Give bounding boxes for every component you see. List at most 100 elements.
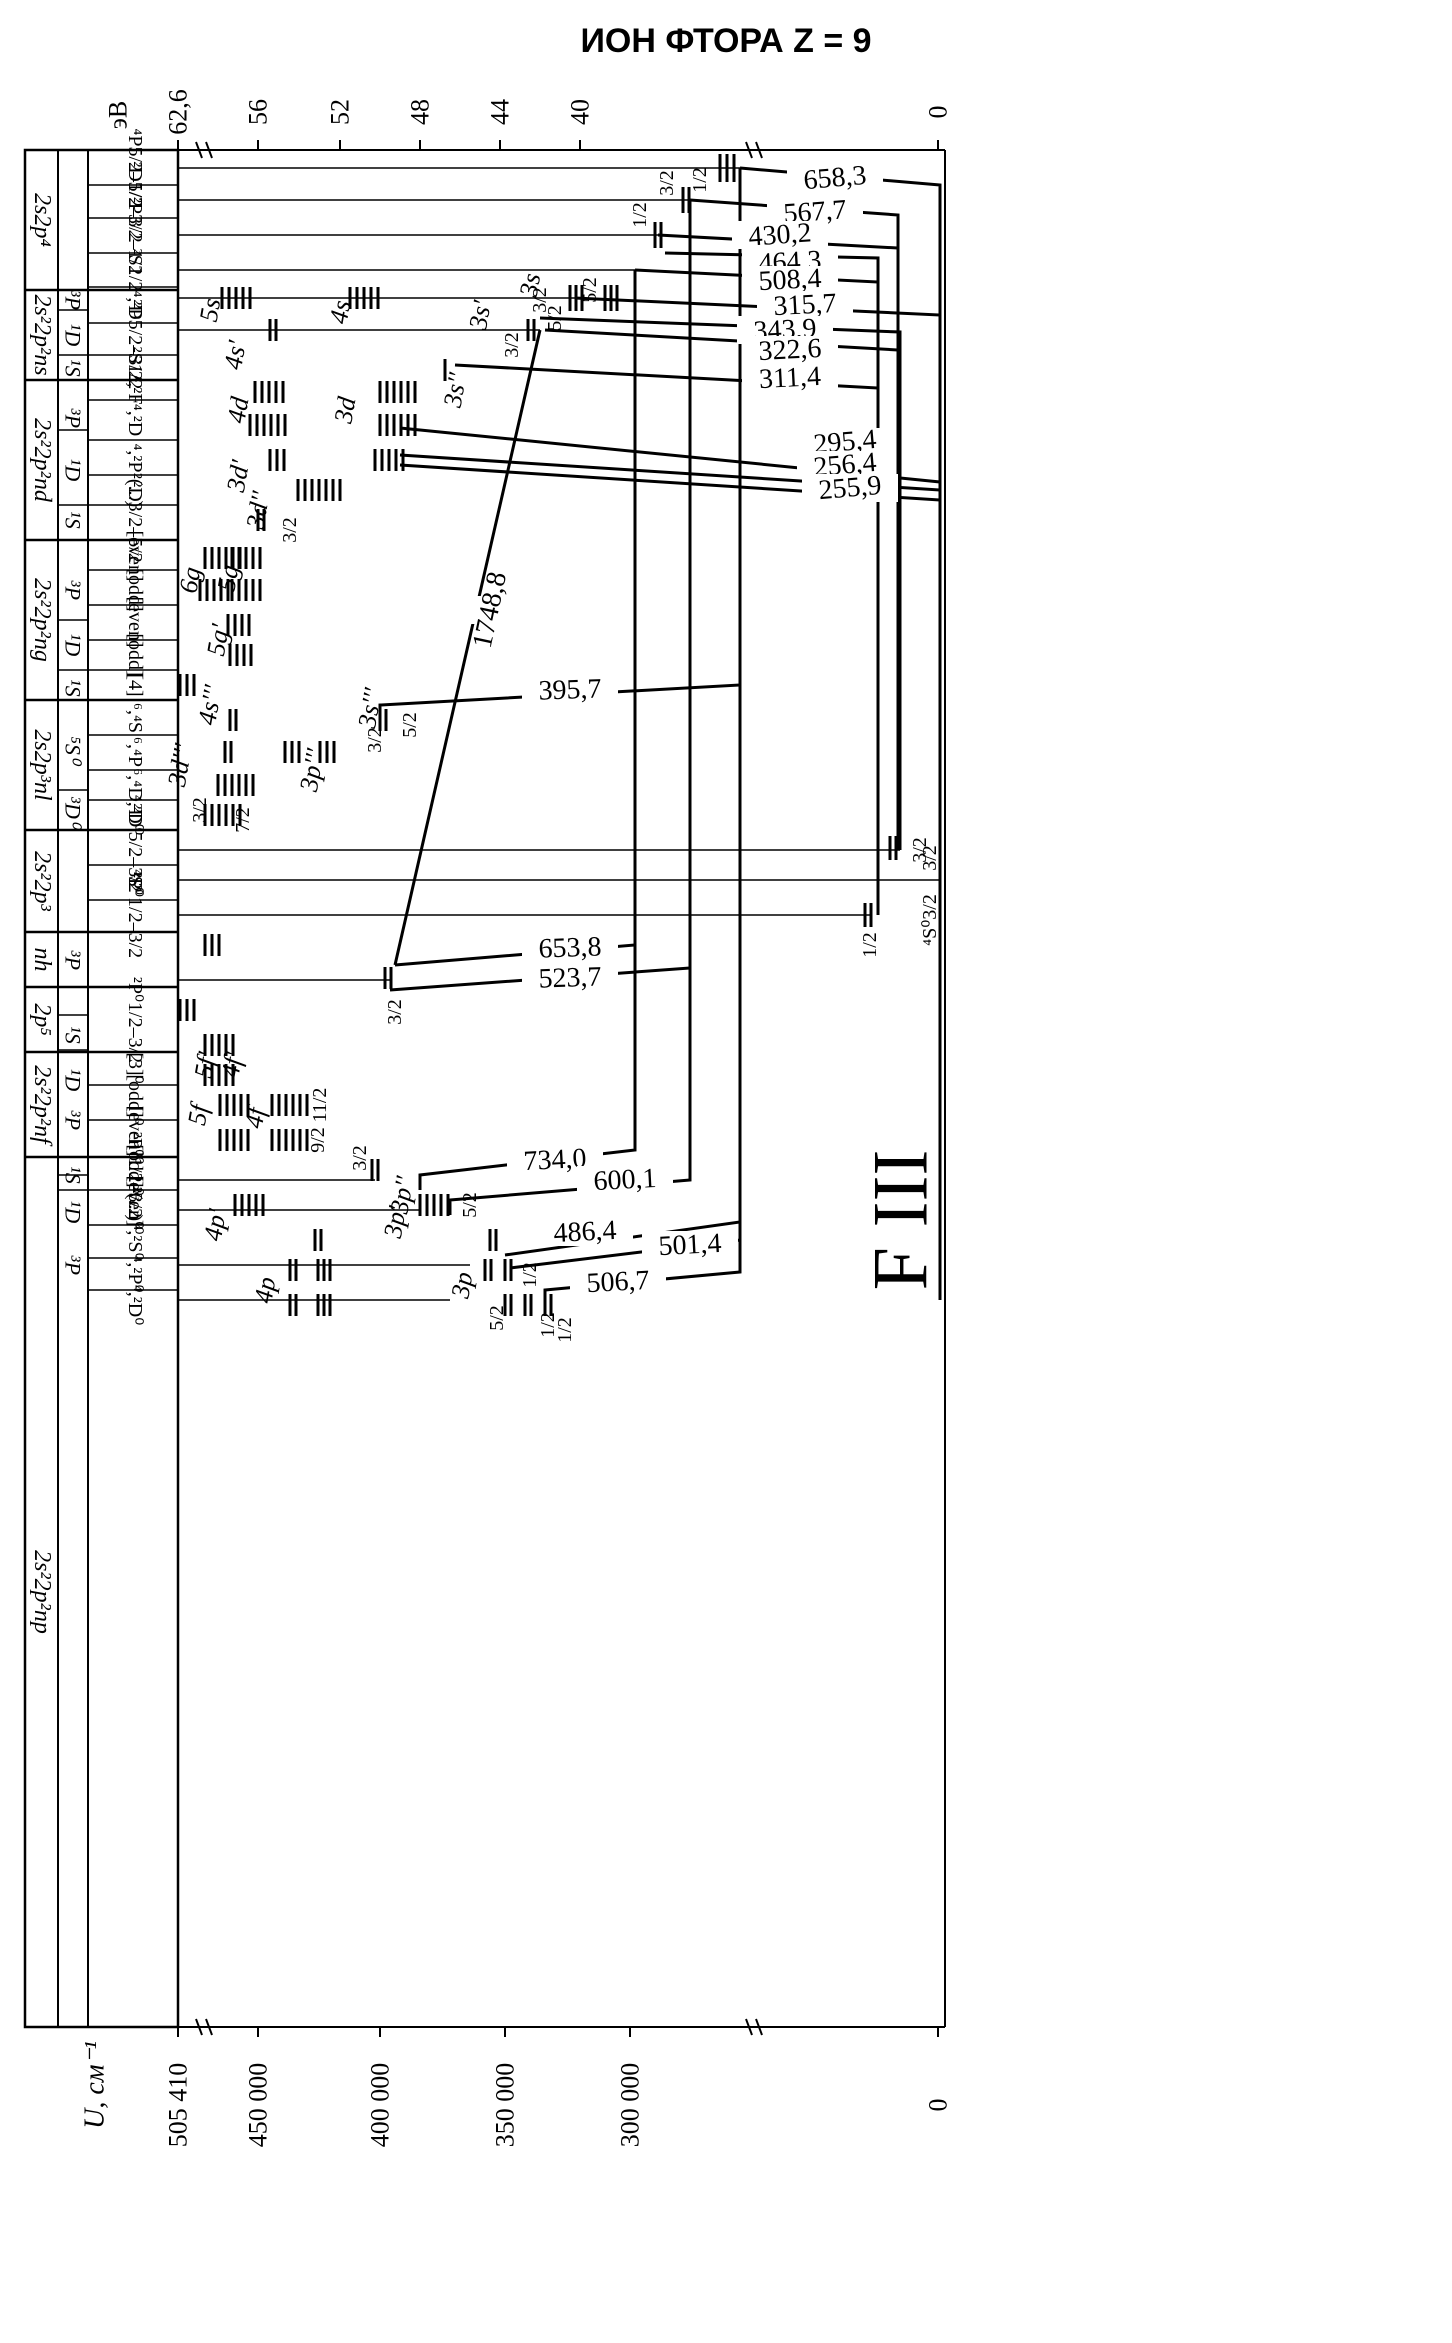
term-label: ²P⁰1/2–3/2 bbox=[124, 977, 146, 1063]
transition-label-bg bbox=[537, 1218, 633, 1246]
j-quantum-label: 5/2 bbox=[399, 712, 421, 738]
axis-break-mark bbox=[745, 141, 753, 159]
axis-break-mark bbox=[205, 141, 213, 159]
page-title: ИОН ФТОРА Z = 9 bbox=[580, 22, 872, 60]
series-label: 4f bbox=[239, 1102, 272, 1131]
config-label-7: 2p⁵ bbox=[29, 1003, 55, 1035]
term-label: [odd] bbox=[124, 633, 146, 676]
transition-line bbox=[454, 363, 880, 915]
series-label: 5s bbox=[194, 296, 227, 324]
transition-label-bg bbox=[570, 1268, 666, 1296]
term-label: ⁴,²F bbox=[124, 375, 146, 404]
transition-wavelength-label: 658,3 bbox=[802, 160, 867, 196]
term-label: ⁴,²P bbox=[124, 290, 146, 319]
cm-tick-label: 450 000 bbox=[244, 2063, 273, 2148]
j-quantum-label: 1/2 bbox=[519, 1262, 541, 1288]
transition-label-bg bbox=[577, 1166, 673, 1194]
ev-unit-label: эВ bbox=[104, 101, 133, 130]
parent-label: ³P bbox=[61, 580, 86, 600]
transition-label-bg bbox=[522, 964, 618, 992]
cm-tick-label: 300 000 bbox=[616, 2063, 645, 2148]
config-label-1: 2s²2p²ns bbox=[29, 294, 55, 375]
config-label-4: 2s2p³nl bbox=[29, 729, 55, 801]
j-quantum-label: 1/2 bbox=[859, 932, 881, 958]
j-quantum-label: 3/2 bbox=[656, 170, 678, 196]
parent-label: ¹S bbox=[61, 359, 86, 377]
transition-label-bg bbox=[742, 364, 838, 392]
j-quantum-label: 3/2 bbox=[529, 287, 551, 313]
parent-label: ¹S bbox=[61, 511, 86, 529]
config-label-2: 2s²2p²nd bbox=[29, 418, 55, 503]
j-quantum-label: ⁴S⁰3/2 bbox=[919, 894, 941, 946]
series-label: 3p bbox=[445, 1270, 478, 1302]
ev-tick-label: 40 bbox=[566, 99, 595, 125]
series-label: 5g bbox=[211, 563, 244, 594]
parent-label: ³D⁰ bbox=[61, 796, 86, 830]
term-label: ⁴,²P bbox=[124, 443, 146, 472]
transition-label-bg bbox=[642, 1231, 738, 1259]
j-quantum-label: 3/2 bbox=[384, 999, 406, 1025]
parent-label: ³P bbox=[61, 408, 86, 428]
series-label: 5f bbox=[182, 1099, 215, 1128]
term-label: ²P3/2–1/2 bbox=[124, 197, 146, 275]
parent-label: ¹S bbox=[61, 679, 86, 697]
series-label: 3p'' bbox=[384, 1174, 419, 1217]
series-label: 3s bbox=[514, 271, 547, 300]
transition-wavelength-label: 430,2 bbox=[747, 217, 812, 252]
series-label: 5g' bbox=[201, 622, 235, 659]
transition-label-bg bbox=[522, 934, 618, 962]
term-label: ²P⁰1/2–3/2 bbox=[124, 872, 146, 958]
term-label: ²D⁰5/2–3/2 bbox=[124, 803, 146, 893]
j-quantum-label: 1/2 bbox=[554, 1317, 576, 1343]
series-label: 3d bbox=[328, 394, 361, 427]
axis-break-mark bbox=[755, 2018, 763, 2036]
term-label: ²(...)⁰ bbox=[124, 1187, 146, 1229]
transition-label-bg bbox=[742, 336, 838, 364]
transition-wavelength-label: 486,4 bbox=[553, 1215, 618, 1249]
transition-wavelength-label: 506,7 bbox=[586, 1265, 651, 1299]
j-quantum-label: 3/2 bbox=[189, 797, 211, 823]
j-quantum-label: 1/2 bbox=[537, 1312, 559, 1338]
cm-tick-label: 350 000 bbox=[491, 2063, 520, 2148]
axis-break-mark bbox=[745, 2018, 753, 2036]
term-label: [odd]⁰ bbox=[124, 1074, 146, 1125]
j-quantum-label: 3/2 bbox=[279, 517, 301, 543]
series-label: 3d''' bbox=[162, 741, 198, 789]
config-label-9: 2s²2p²np bbox=[29, 1550, 55, 1634]
transition-label-bg bbox=[732, 221, 828, 249]
transition-wavelength-label: 311,4 bbox=[758, 361, 822, 395]
term-label: ²S1/2 bbox=[124, 347, 146, 390]
term-label: ⁴,²D⁰ bbox=[124, 1285, 146, 1325]
j-quantum-label: 5/2 bbox=[544, 305, 566, 331]
series-label: 3p''' bbox=[294, 746, 330, 794]
transition-line bbox=[399, 453, 942, 880]
series-label: 4p bbox=[248, 1275, 281, 1306]
transition-line bbox=[399, 463, 942, 880]
transition-line bbox=[448, 200, 692, 1215]
transition-line bbox=[543, 168, 742, 1295]
term-label: ⁴,²S⁰ bbox=[124, 1223, 146, 1260]
j-quantum-label: 5/2 bbox=[486, 1305, 508, 1331]
config-label-8: 2s²2p²nf bbox=[29, 1065, 55, 1147]
term-label: ²S1/2 bbox=[124, 249, 146, 292]
series-label: 5f' bbox=[188, 1049, 221, 1080]
transition-wavelength-label: 600,1 bbox=[593, 1163, 658, 1197]
series-label: 3s'' bbox=[438, 370, 473, 410]
series-label: 6g bbox=[173, 565, 206, 596]
term-label: [even]⁰ bbox=[124, 1105, 146, 1164]
transition-wavelength-label: 255,9 bbox=[817, 470, 882, 506]
config-label-5: 2s²2p³ bbox=[29, 851, 55, 912]
j-quantum-label: 5/2 bbox=[459, 1192, 481, 1218]
config-label-3: 2s²2p²ng bbox=[29, 578, 55, 662]
term-label: [4] bbox=[124, 673, 146, 696]
transition-wavelength-label: 523,7 bbox=[538, 961, 602, 994]
series-label: 4f' bbox=[215, 1049, 248, 1080]
series-label: 3p' bbox=[378, 1204, 412, 1242]
ev-tick-label: 52 bbox=[326, 99, 355, 125]
term-label: ⁴,²D⁰ bbox=[124, 795, 146, 835]
transition-wavelength-label: 501,4 bbox=[658, 1228, 723, 1262]
series-label: 3s' bbox=[463, 298, 497, 333]
term-label: [even] bbox=[124, 596, 146, 647]
transition-label-bg bbox=[442, 596, 538, 624]
